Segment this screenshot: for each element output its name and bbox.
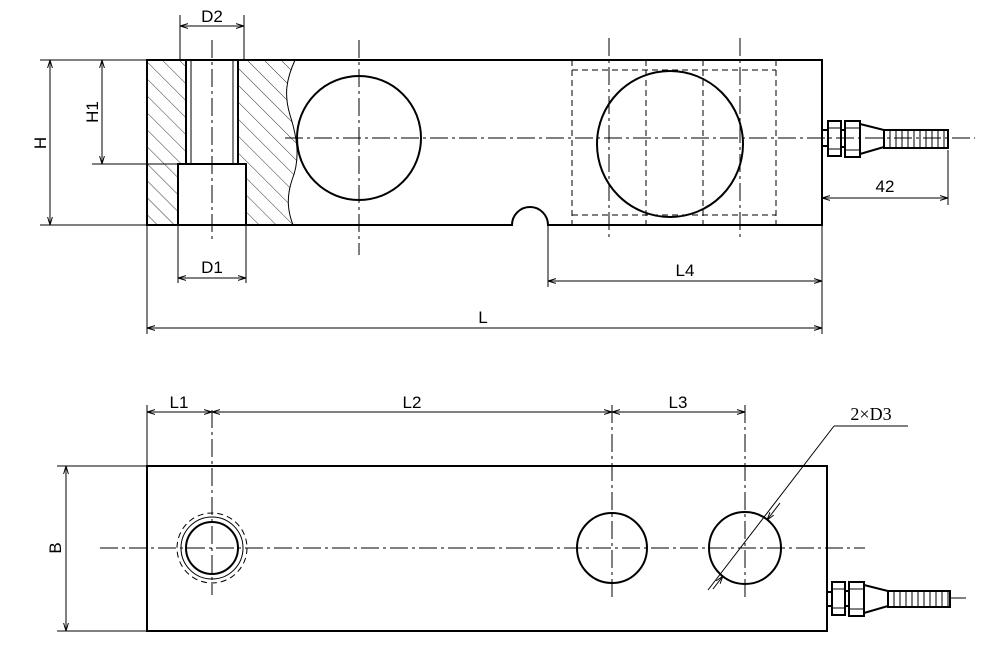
dim-l1: L1 bbox=[146, 393, 212, 466]
dim-b: B bbox=[46, 465, 147, 632]
strain-gauge-hole-right bbox=[596, 70, 744, 218]
hidden-threaded-holes bbox=[571, 38, 777, 240]
dim-l3: L3 bbox=[612, 393, 745, 412]
dim-l: L bbox=[146, 225, 823, 334]
label-cable-length: 42 bbox=[876, 177, 895, 196]
label-d3: 2×D3 bbox=[850, 404, 891, 424]
cable-connector-side bbox=[821, 120, 949, 158]
label-l2: L2 bbox=[403, 393, 422, 412]
section-break-line bbox=[286, 59, 298, 226]
label-l3: L3 bbox=[669, 393, 688, 412]
label-l: L bbox=[478, 308, 487, 327]
dim-l2: L2 bbox=[212, 393, 612, 412]
label-d1: D1 bbox=[201, 258, 223, 277]
side-body-outline bbox=[146, 59, 823, 226]
dim-h: H bbox=[31, 59, 147, 226]
dim-l4: L4 bbox=[547, 225, 823, 287]
dim-d2: D2 bbox=[179, 7, 245, 60]
dim-d1: D1 bbox=[177, 225, 247, 283]
side-view: D2 H1 H D1 L4 bbox=[31, 7, 975, 334]
label-d2: D2 bbox=[201, 7, 223, 26]
top-view: L1 L2 L3 2×D3 B bbox=[46, 393, 966, 632]
load-hole-left bbox=[576, 405, 648, 600]
dim-d3: 2×D3 bbox=[707, 404, 908, 591]
label-l1: L1 bbox=[170, 393, 189, 412]
dim-cable-length: 42 bbox=[821, 150, 949, 205]
label-l4: L4 bbox=[676, 261, 695, 280]
load-hole-right bbox=[708, 405, 782, 600]
mounting-bore-section bbox=[177, 40, 247, 240]
label-b: B bbox=[46, 542, 65, 553]
label-h1: H1 bbox=[83, 101, 102, 123]
cable-connector-top bbox=[826, 581, 966, 617]
mounting-hole-top bbox=[176, 410, 248, 595]
label-h: H bbox=[31, 137, 50, 149]
section-hatching bbox=[147, 60, 297, 225]
